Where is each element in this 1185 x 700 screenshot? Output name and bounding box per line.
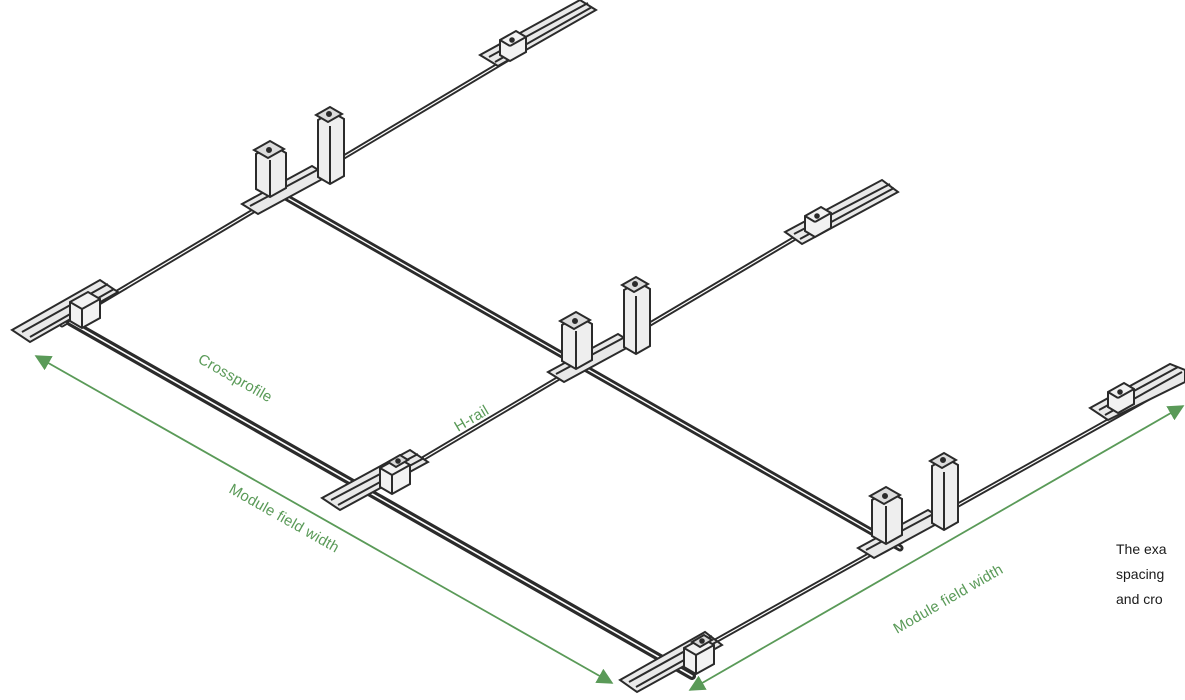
base-foot xyxy=(783,178,900,246)
module-field-width-arrow-right xyxy=(688,405,1185,691)
tall-support xyxy=(251,105,345,199)
crossprofiles xyxy=(66,184,904,680)
caption-line: spacing xyxy=(1116,566,1165,582)
base-foot xyxy=(478,0,598,68)
base-foot xyxy=(10,278,120,344)
module-field-width-arrow-left xyxy=(34,355,614,684)
caption-line: and cro xyxy=(1116,591,1163,607)
caption-line: The exa xyxy=(1116,541,1167,557)
low-clamp xyxy=(499,29,527,63)
low-clamp xyxy=(804,205,832,239)
module-field-width-label-left: Module field width xyxy=(226,481,342,557)
base-foot xyxy=(320,448,430,512)
dimension-arrows xyxy=(34,355,1185,691)
base-feet xyxy=(10,0,1185,694)
base-foot xyxy=(1088,362,1185,422)
caption-text: The exa spacing and cro xyxy=(1116,537,1185,612)
low-clamp xyxy=(69,290,101,330)
module-field-width-label-right: Module field width xyxy=(891,561,1007,638)
low-clamp xyxy=(379,453,411,496)
